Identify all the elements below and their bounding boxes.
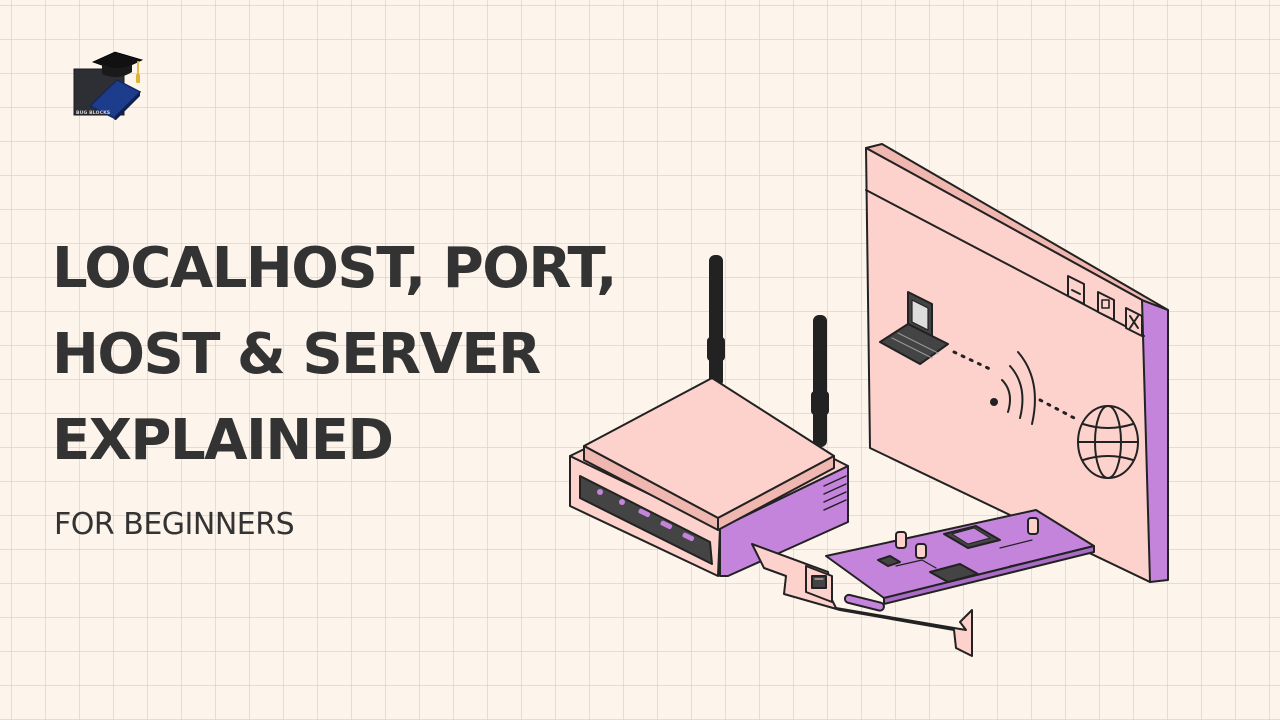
brand-logo: BUG BLOCKS bbox=[73, 51, 144, 120]
router-antennas bbox=[707, 255, 829, 447]
wifi-icon bbox=[990, 351, 1036, 425]
globe-icon bbox=[1077, 405, 1139, 479]
title-line-3: EXPLAINED bbox=[52, 408, 394, 473]
subtitle: FOR BEGINNERS bbox=[54, 507, 295, 542]
browser-window-icon bbox=[865, 143, 1169, 583]
graduation-cap-icon bbox=[91, 51, 144, 83]
restore-icon bbox=[1097, 291, 1115, 321]
minimize-icon bbox=[1067, 275, 1085, 305]
router-icon bbox=[569, 377, 849, 577]
network-illustration bbox=[569, 143, 1169, 657]
title-line-2: HOST & SERVER bbox=[52, 322, 541, 387]
network-card-icon bbox=[751, 509, 1095, 657]
title-line-1: LOCALHOST, PORT, bbox=[52, 236, 617, 301]
page-title: LOCALHOST, PORT, HOST & SERVER EXPLAINED bbox=[52, 226, 617, 484]
laptop-icon bbox=[879, 291, 949, 365]
close-icon bbox=[1125, 307, 1143, 337]
logo-text: BUG BLOCKS bbox=[76, 110, 110, 116]
ethernet-port-icon bbox=[805, 565, 833, 603]
